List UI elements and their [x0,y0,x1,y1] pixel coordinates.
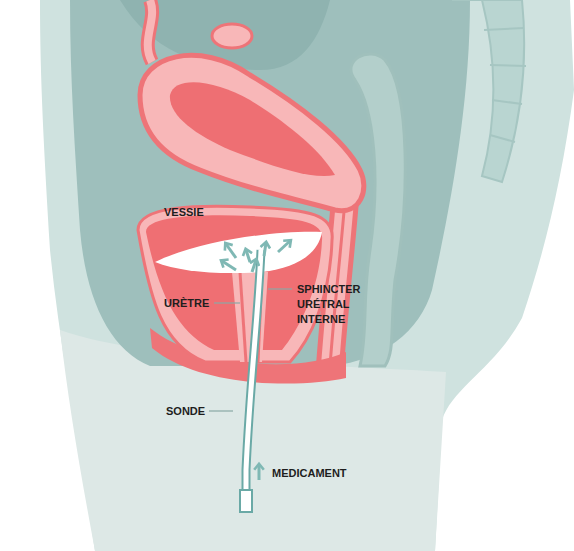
part-label: VESSIE [164,205,254,220]
uterus [140,55,364,210]
urethra-wall [240,272,246,362]
part-label: MEDICAMENT [272,466,382,481]
part-label: URÈTRE [164,296,224,311]
leader-lines [209,289,292,411]
fallopian-tube-inner [148,0,152,62]
catheter-end [240,490,252,512]
rectum [351,54,405,366]
vertebra-lines [484,28,526,142]
fallopian-tube [148,0,152,62]
part-label: SONDE [166,404,226,419]
catheter [246,250,261,505]
flow-arrows [222,241,290,480]
bladder-lumen [155,232,322,273]
part-label: SPHINCTER URÉTRAL INTERNE [297,282,375,327]
abdominal-cavity [70,0,470,366]
uterine-cavity [170,82,335,176]
ovary [212,24,252,48]
body-silhouette [40,0,574,551]
spine [452,0,524,182]
catheter-lumen [246,250,261,505]
